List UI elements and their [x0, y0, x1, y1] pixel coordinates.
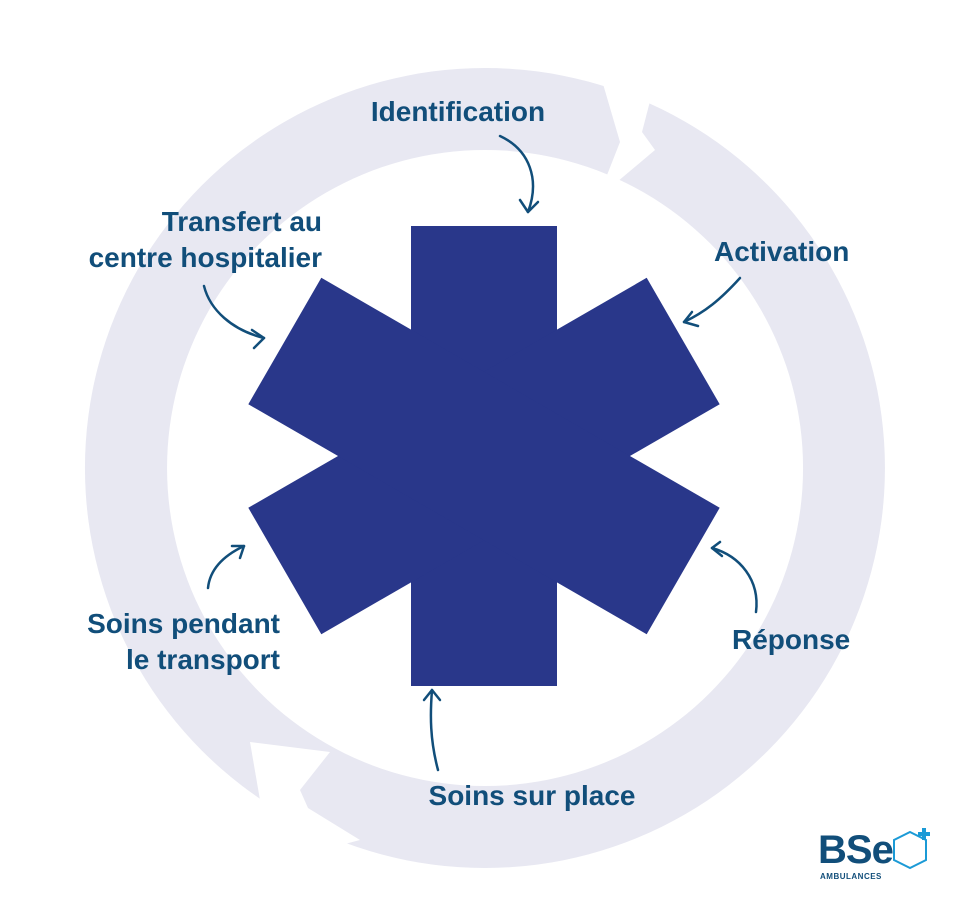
arrow-transfert-head: [250, 328, 266, 350]
bse-ambulances-logo: BSe AMBULANCES: [818, 826, 938, 886]
arrow-activation: [682, 276, 742, 324]
logo-hexagon-icon: [893, 828, 930, 870]
step-label-soins-transport: Soins pendant le transport: [87, 608, 280, 675]
ring-arrow-break-top: [596, 60, 655, 198]
arrow-soins-sur-place-head: [422, 688, 442, 702]
logo-subtitle: AMBULANCES: [820, 872, 882, 881]
step-label-reponse: Réponse: [732, 624, 851, 655]
arrow-reponse-head: [710, 540, 724, 558]
step-label-soins-sur-place: Soins sur place: [428, 780, 636, 811]
step-label-activation: Activation: [714, 236, 850, 267]
arrow-reponse: [710, 546, 758, 614]
step-label-transfert: Transfert au centre hospitalier: [88, 206, 322, 273]
logo-mark: BSe: [818, 828, 894, 872]
star-arm-diagonal-2: [248, 277, 720, 635]
ring-arrow-break-bottom: [250, 742, 360, 850]
arrow-soins-transport: [206, 544, 246, 590]
star-of-life: [248, 226, 720, 686]
arrow-transfert: [202, 284, 266, 340]
arrow-soins-sur-place: [429, 688, 440, 772]
arrow-soins-transport-head: [230, 544, 246, 560]
arrow-identification-head: [518, 198, 540, 214]
arrow-identification: [498, 134, 535, 214]
arrow-activation-head: [682, 310, 700, 328]
step-label-identification: Identification: [370, 96, 546, 127]
